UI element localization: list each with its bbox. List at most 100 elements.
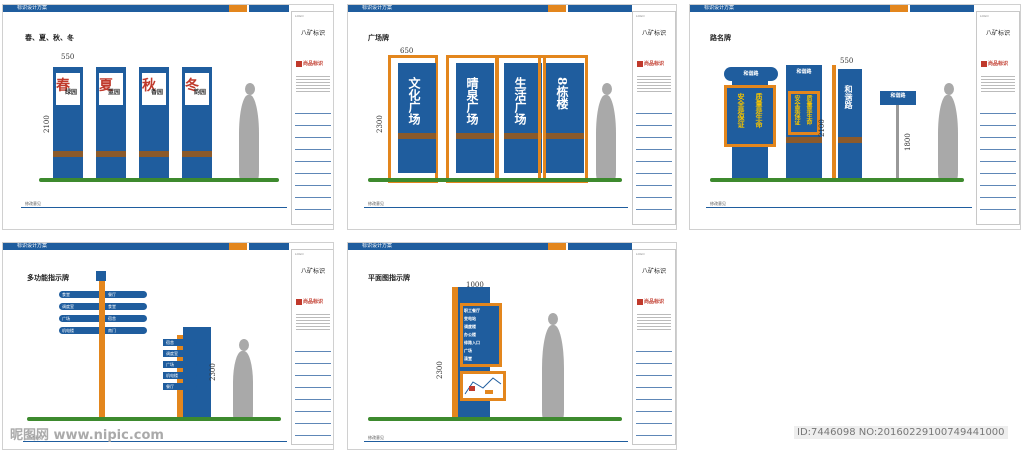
- road-small-pole: [896, 105, 899, 181]
- season-char: 春: [56, 78, 70, 94]
- season-char: 冬: [185, 78, 199, 94]
- plaza-sign: [504, 63, 542, 173]
- arrow-right: 餐厅: [105, 291, 147, 298]
- road-tall-sign: [838, 69, 862, 181]
- footer-line: [21, 207, 287, 208]
- side-lines: [636, 340, 672, 440]
- header-bar: [3, 5, 229, 12]
- footer-label: 修改意见: [368, 201, 384, 206]
- section-heading: 广场牌: [368, 34, 389, 42]
- person-silhouette: [938, 95, 958, 181]
- header-accent: [890, 5, 908, 12]
- side-panel: LOGO 八矿标识 尚品标识: [291, 11, 333, 225]
- stand-arrow: 宿舍: [163, 339, 197, 346]
- grass-strip: [710, 178, 964, 182]
- season-sign: [96, 67, 126, 179]
- side-title: 八矿标识: [300, 268, 325, 275]
- header-bar: [690, 5, 890, 12]
- plaza-sign-text: 晴泉广场: [465, 77, 479, 125]
- watermark-left: 昵图网 www.nipic.com: [10, 428, 164, 443]
- post-dimension: 1800: [904, 133, 912, 151]
- plan-list-frame: [460, 303, 502, 367]
- side-top: LOGO: [636, 14, 645, 18]
- header-title: 标识设计方案: [362, 5, 393, 11]
- footer-label: 修改意见: [25, 201, 41, 206]
- road-oval-sign: 和谐路: [724, 67, 778, 81]
- plaza-sign-text: 8栋楼: [555, 77, 569, 110]
- road-small-text: 和谐路: [890, 93, 906, 99]
- grass-strip: [27, 417, 281, 421]
- footer-line: [706, 207, 972, 208]
- height-dimension: 2300: [209, 363, 217, 381]
- section-heading: 路名牌: [710, 34, 731, 42]
- header-title: 标识设计方案: [704, 5, 735, 11]
- safety-text-left: 安全是保证: [737, 93, 745, 128]
- person-silhouette: [239, 95, 259, 181]
- header-title: 标识设计方案: [17, 243, 48, 249]
- person-silhouette: [596, 95, 616, 181]
- side-top: LOGO: [295, 14, 304, 18]
- road-rect-label: 和谐路: [788, 67, 820, 77]
- side-title: 八矿标识: [985, 30, 1010, 37]
- sheet-seasons: 标识设计方案 LOGO 八矿标识 尚品标识 春、夏、秋、冬 550 2100 春…: [2, 4, 334, 230]
- stand-arrow: 广场: [163, 361, 197, 368]
- header-bar-2: [568, 5, 632, 12]
- side-panel: LOGO 八矿标识 尚品标识: [291, 249, 333, 445]
- plan-map-icon: [464, 377, 502, 395]
- plaza-sign: [546, 63, 584, 173]
- plaza-sign-text: 文化广场: [407, 77, 421, 125]
- guide-pole: [99, 281, 105, 419]
- grass-strip: [368, 178, 622, 182]
- season-tail: 蓝园: [108, 89, 121, 96]
- side-logo: 尚品标识: [637, 298, 664, 305]
- plaza-sign-text: 生活广场: [513, 77, 527, 125]
- side-top: LOGO: [295, 252, 304, 256]
- side-lines: [980, 102, 1016, 220]
- side-text: [296, 312, 330, 332]
- plan-list-item: 办公楼: [464, 332, 476, 337]
- safety-panel: [724, 85, 776, 147]
- plaza-sign: [398, 63, 436, 173]
- plan-list-item: 职工餐厅: [464, 308, 480, 313]
- sheet-multi: 标识设计方案 LOGO 八矿标识 尚品标识 多功能指示牌 食堂 调度室 广场 机…: [2, 242, 334, 450]
- footer-label: 修改意见: [27, 435, 43, 440]
- plan-list-item: 调度楼: [464, 324, 476, 329]
- side-panel: LOGO 八矿标识 尚品标识: [632, 249, 676, 445]
- height-dimension: 2100: [818, 119, 826, 137]
- plan-list-item: 修路入口: [464, 340, 480, 345]
- sheet-plan: 标识设计方案 LOGO 八矿标识 尚品标识 平面图指示牌 1000 2300 职…: [347, 242, 677, 450]
- header-bar: [348, 5, 548, 12]
- side-title: 八矿标识: [300, 30, 325, 37]
- header-bar-2: [249, 243, 289, 250]
- width-dimension: 650: [400, 47, 414, 55]
- footer-label: 修改意见: [368, 435, 384, 440]
- person-silhouette-head: [944, 83, 954, 95]
- person-silhouette-head: [239, 339, 249, 351]
- sheet-road: 标识设计方案 LOGO 八矿标识 尚品标识 路名牌 和谐路 安全是保证 质量是生…: [689, 4, 1021, 230]
- arrow-left: 机电楼: [59, 327, 99, 334]
- arrow-left: 调度室: [59, 303, 99, 310]
- side-title: 八矿标识: [641, 268, 666, 275]
- height-dimension: 2300: [376, 115, 384, 133]
- arrow-right: 南门: [105, 327, 147, 334]
- road-tall-pole: [832, 65, 836, 181]
- season-sign: [139, 67, 169, 179]
- side-panel: LOGO 八矿标识 尚品标识: [976, 11, 1020, 225]
- season-tail: 绿园: [65, 89, 78, 96]
- person-silhouette-head: [245, 83, 255, 95]
- grass-strip: [368, 417, 622, 421]
- header-accent: [548, 243, 566, 250]
- season-tail: 韵园: [194, 89, 207, 96]
- side-text: [981, 74, 1015, 94]
- side-logo: 尚品标识: [296, 60, 323, 67]
- plan-list: 职工餐厅 变电站 调度楼 办公楼 修路入口 广场 澡堂: [464, 307, 500, 363]
- height-dimension: 2100: [43, 115, 51, 133]
- sheet-plaza: 标识设计方案 LOGO 八矿标识 尚品标识 广场牌 650 2300 文化广场 …: [347, 4, 677, 230]
- header-bar-2: [249, 5, 289, 12]
- season-sign: [182, 67, 212, 179]
- road-tall-text: 和谐路: [844, 85, 854, 109]
- person-silhouette: [233, 351, 253, 421]
- side-panel: LOGO 八矿标识 尚品标识: [632, 11, 676, 225]
- side-lines: [295, 340, 331, 440]
- side-top: LOGO: [980, 14, 989, 18]
